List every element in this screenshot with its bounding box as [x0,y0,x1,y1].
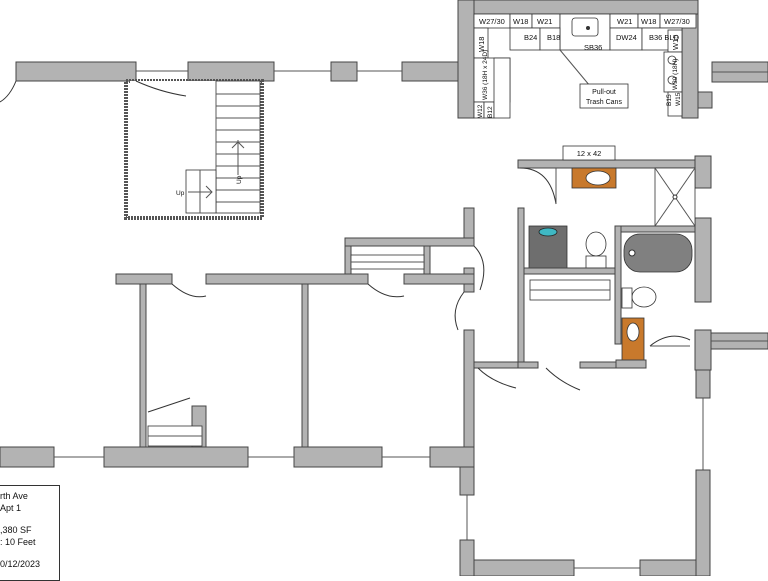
cab-w36-18h: W36 (18H x 24D) [482,50,489,100]
stair-area: Up Up [124,79,264,220]
info-address: rth Ave [0,491,28,501]
cab-w27-30-right: W27/30 [664,17,690,26]
cab-dw24: DW24 [616,33,637,42]
cab-w21-top-right: W21 [617,17,632,26]
cab-b24: B24 [524,33,537,42]
cab-w18-top-right: W18 [641,17,656,26]
info-date: 0/12/2023 [0,559,41,569]
cab-b18: B18 [547,33,560,42]
stair-treads [185,80,261,214]
cab-w30-18h: W30 (18H) [672,59,679,90]
toilet-lower [631,286,657,308]
info-ceiling: : 10 Feet [0,537,36,547]
toilet-upper [585,231,607,257]
bathtub [623,233,693,273]
info-box: rth Ave Apt 1 ,380 SF : 10 Feet 0/12/202… [0,485,60,581]
kitchen-cabinets [473,13,697,119]
vanity-dimension-box [562,145,616,161]
bottom-walls [0,369,711,576]
cab-w21-top-left: W21 [537,17,552,26]
callout-line1: Pull-out [592,89,616,96]
cab-w18-side: W18 [477,37,486,52]
cab-w15-bottom: W15 [675,92,682,106]
cab-w18-top-left: W18 [513,17,528,26]
bedroom-walls [115,273,475,451]
info-unit: Apt 1 [0,503,22,513]
vanity-dimension: 12 x 42 [577,149,602,158]
cab-w27-30-left: W27/30 [479,17,505,26]
kitchen-walls [457,0,768,119]
stair-up-left: Up [176,190,185,197]
cab-w15-top: W15 [671,35,680,50]
callout-line2: Trash Cans [586,99,622,106]
info-area: ,380 SF [0,525,32,535]
cab-b15: B15 [666,94,673,106]
cab-b12: B12 [487,106,494,118]
cab-w12: W12 [477,104,484,118]
bathroom: 12 x 42 [517,145,768,371]
hallway-walls [344,207,617,461]
cab-b36-bld: B36 BLD [649,33,680,42]
stair-up-right: Up [236,175,243,184]
cab-sb36: SB36 [584,43,602,52]
kitchen-labels: W27/30 W18 W21 W21 W18 W27/30 B24 B18 SB… [477,17,690,118]
